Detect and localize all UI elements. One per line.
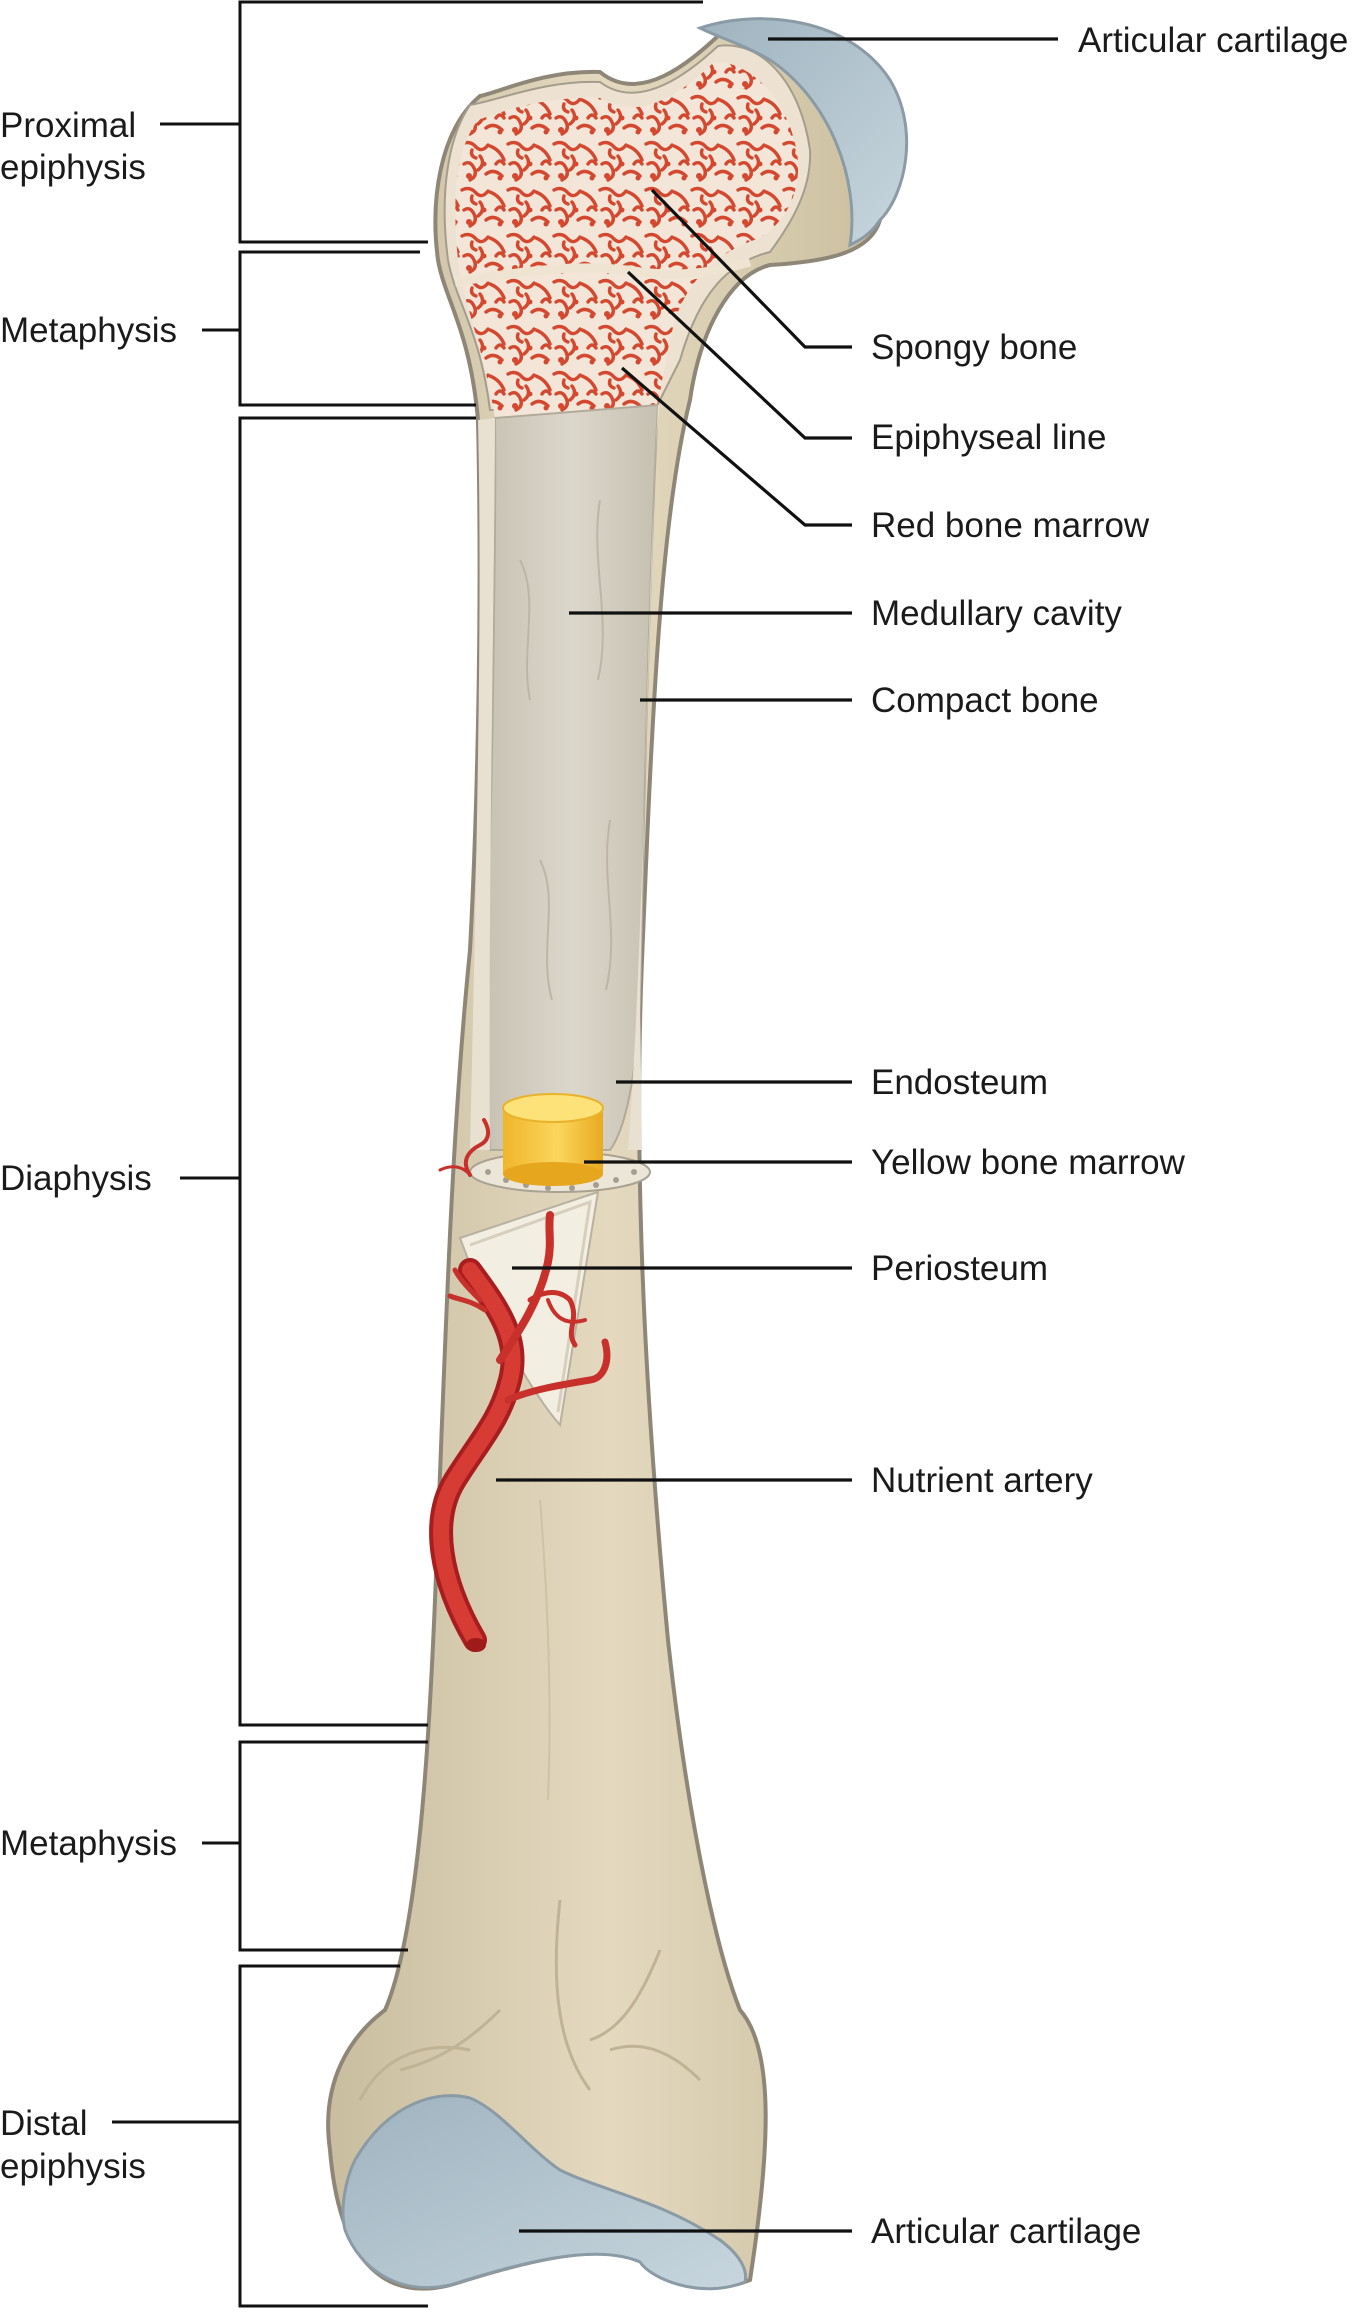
periosteum-fold [469,1199,592,1413]
label-periosteum: Periosteum [871,1249,1048,1288]
leader-red-bone-marrow [620,366,852,527]
label-proximal-epiphysis-line1: Proximal [0,106,136,145]
label-yellow-bone-marrow: Yellow bone marrow [871,1143,1186,1182]
bracket-diaphysis [238,416,476,1727]
label-compact-bone: Compact bone [871,681,1099,720]
label-proximal-epiphysis-line2: epiphysis [0,148,146,187]
shaft-contour [539,1499,551,1801]
medullary-cavity-region [485,403,660,1151]
bracket-metaphysis-bottom [238,1740,428,1952]
cut-ring-dots [485,1169,637,1191]
articular-cartilage-top-shape [696,17,909,248]
label-metaphysis-top: Metaphysis [0,311,177,350]
leader-epiphyseal-line [626,270,852,440]
leader-spongy-bone [650,188,852,349]
label-articular-cartilage-bottom: Articular cartilage [871,2212,1141,2251]
articular-cartilage-bottom-shape [341,2094,748,2291]
label-spongy-bone: Spongy bone [871,328,1077,367]
label-endosteum: Endosteum [871,1063,1048,1102]
label-metaphysis-bottom: Metaphysis [0,1824,177,1863]
bracket-proximal-epiphysis [238,0,703,244]
distal-condyle-contours [358,1899,702,2101]
leader-lines [496,37,1058,2233]
nutrient-artery-vessel [429,1118,611,1652]
yellow-bone-marrow-cylinder [502,1093,604,1186]
spongy-bone-region [455,61,799,418]
label-articular-cartilage-top: Articular cartilage [1078,21,1348,60]
label-distal-epiphysis-line2: epiphysis [0,2147,146,2186]
label-medullary-cavity: Medullary cavity [871,594,1122,633]
label-diaphysis: Diaphysis [0,1159,152,1198]
femur-bone [326,17,909,2291]
label-red-bone-marrow: Red bone marrow [871,506,1150,545]
label-nutrient-artery: Nutrient artery [871,1461,1093,1500]
labels: Articular cartilage Proximal epiphysis M… [0,21,1348,2251]
region-brackets [112,0,703,2308]
compact-bone-wall-left [470,418,495,1150]
epiphyseal-line-mark [454,257,752,287]
bracket-distal-epiphysis [238,1964,428,2308]
label-epiphyseal-line: Epiphyseal line [871,418,1106,457]
label-distal-epiphysis-line1: Distal [0,2104,88,2143]
cavity-texture [519,499,613,1001]
